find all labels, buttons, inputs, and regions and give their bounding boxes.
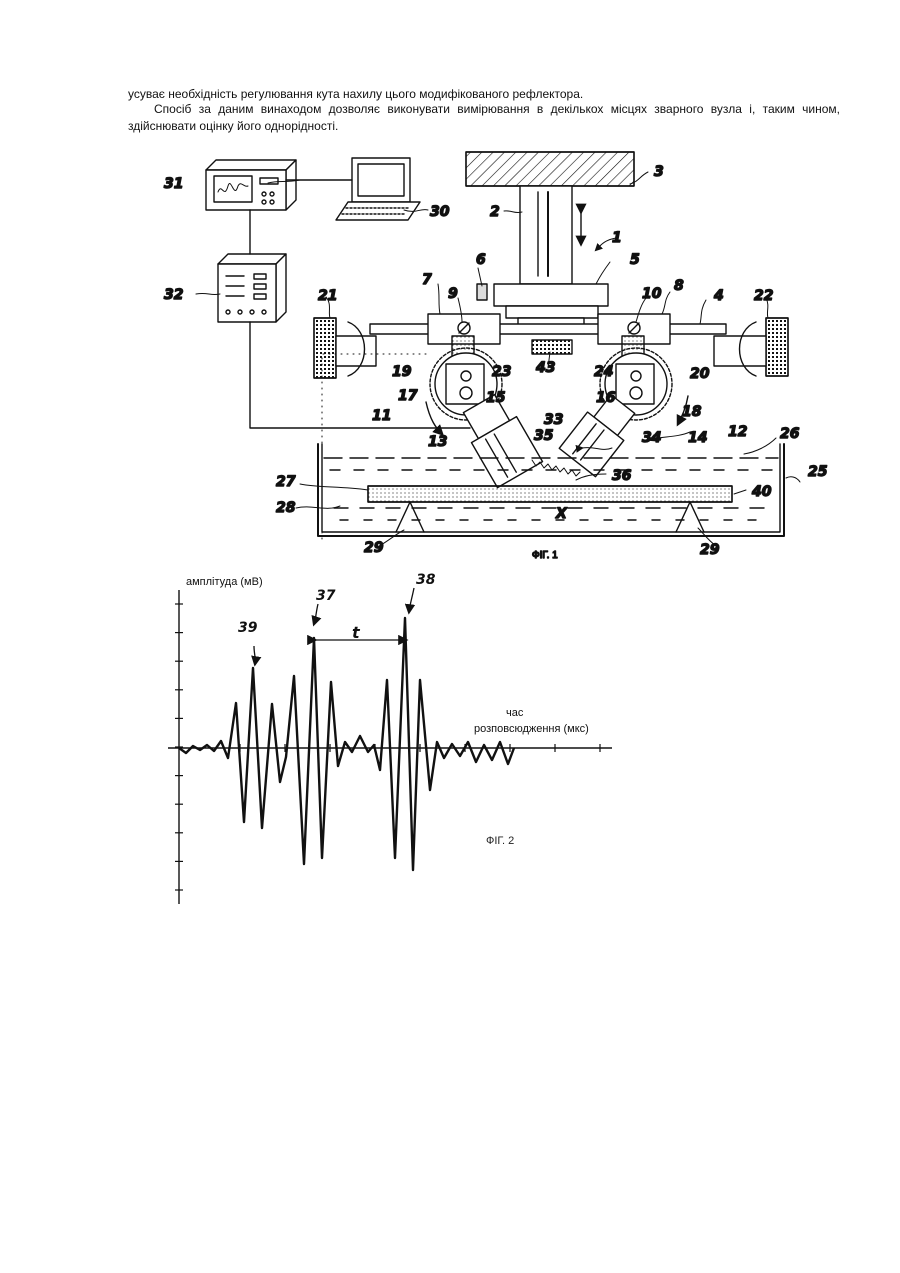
- y-axis-label: амплітуда (мВ): [186, 576, 263, 588]
- peak-label-37: 37: [316, 588, 336, 604]
- peak-label-38: 38: [416, 572, 436, 588]
- peak-label-39: 39: [238, 620, 258, 636]
- signal-waveform: [179, 618, 514, 870]
- interval-label: t: [352, 623, 361, 642]
- figure-2-caption: ФІГ. 2: [486, 835, 514, 847]
- x-axis-label-line-1: час: [506, 707, 524, 719]
- x-axis-label-line-2: розповсюдження (мкс): [474, 723, 589, 735]
